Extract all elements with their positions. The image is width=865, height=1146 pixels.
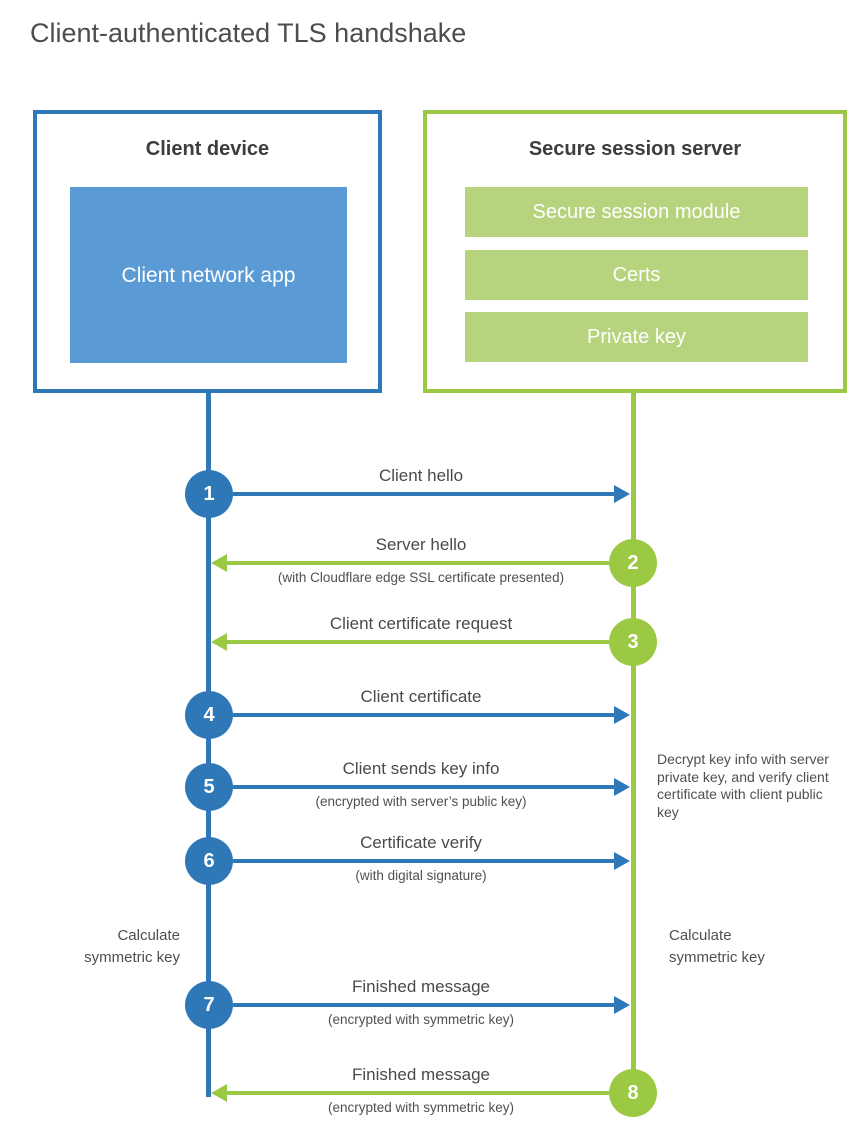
step-6-sublabel: (with digital signature) <box>355 868 487 883</box>
step-2-badge: 2 <box>609 539 657 587</box>
client-network-app-box: Client network app <box>70 187 347 363</box>
server-lifeline <box>631 393 636 1093</box>
client-device-box: Client device Client network app <box>33 110 382 393</box>
calculate-symmetric-key-server: Calculate symmetric key <box>669 927 765 966</box>
client-device-title: Client device <box>145 138 270 160</box>
step-5-sublabel: (encrypted with server’s public key) <box>315 794 527 809</box>
client-network-app-label: Client network app <box>121 263 296 287</box>
decrypt-key-note: Decrypt key info with server private key… <box>657 751 829 820</box>
secure-session-server-box: Secure session server Secure session mod… <box>423 110 847 393</box>
server-module-secure-session: Secure session module <box>465 187 808 237</box>
step-3-label: Client certificate request <box>329 614 513 633</box>
step-7-arrow-line <box>233 1003 614 1007</box>
step-1-arrowhead-right-icon <box>614 485 630 503</box>
step-5-arrow-line <box>233 785 614 789</box>
step-6-arrow-line <box>233 859 614 863</box>
step-4-arrowhead-right-icon <box>614 706 630 724</box>
step-7-sublabel: (encrypted with symmetric key) <box>327 1012 515 1027</box>
step-4-label: Client certificate <box>360 687 482 706</box>
step-5-arrowhead-right-icon <box>614 778 630 796</box>
step-8-badge: 8 <box>609 1069 657 1117</box>
client-lifeline <box>206 393 211 1097</box>
step-5-badge: 5 <box>185 763 233 811</box>
step-1-label: Client hello <box>378 466 464 485</box>
step-8-label: Finished message <box>352 1065 490 1084</box>
step-6-badge: 6 <box>185 837 233 885</box>
step-4-arrow-line <box>233 713 614 717</box>
step-2-sublabel: (with Cloudflare edge SSL certificate pr… <box>277 570 565 585</box>
step-1-arrow-line <box>233 492 614 496</box>
server-module-certs: Certs <box>465 250 808 300</box>
secure-session-server-title: Secure session server <box>528 138 742 160</box>
step-4-badge: 4 <box>185 691 233 739</box>
step-7-label: Finished message <box>352 977 490 996</box>
step-2-arrowhead-left-icon <box>211 554 227 572</box>
step-1-badge: 1 <box>185 470 233 518</box>
step-3-arrow-line <box>227 640 609 644</box>
step-2-arrow-line <box>227 561 609 565</box>
page-title: Client-authenticated TLS handshake <box>30 18 467 48</box>
server-module-private-key: Private key <box>465 312 808 362</box>
step-5-label: Client sends key info <box>342 759 500 778</box>
step-7-arrowhead-right-icon <box>614 996 630 1014</box>
step-8-arrowhead-left-icon <box>211 1084 227 1102</box>
step-2-label: Server hello <box>375 535 467 554</box>
step-8-arrow-line <box>227 1091 609 1095</box>
step-6-label: Certificate verify <box>360 833 482 852</box>
step-6-arrowhead-right-icon <box>614 852 630 870</box>
step-3-arrowhead-left-icon <box>211 633 227 651</box>
step-7-badge: 7 <box>185 981 233 1029</box>
calculate-symmetric-key-client: Calculate symmetric key <box>84 927 180 966</box>
step-8-sublabel: (encrypted with symmetric key) <box>327 1100 515 1115</box>
step-3-badge: 3 <box>609 618 657 666</box>
